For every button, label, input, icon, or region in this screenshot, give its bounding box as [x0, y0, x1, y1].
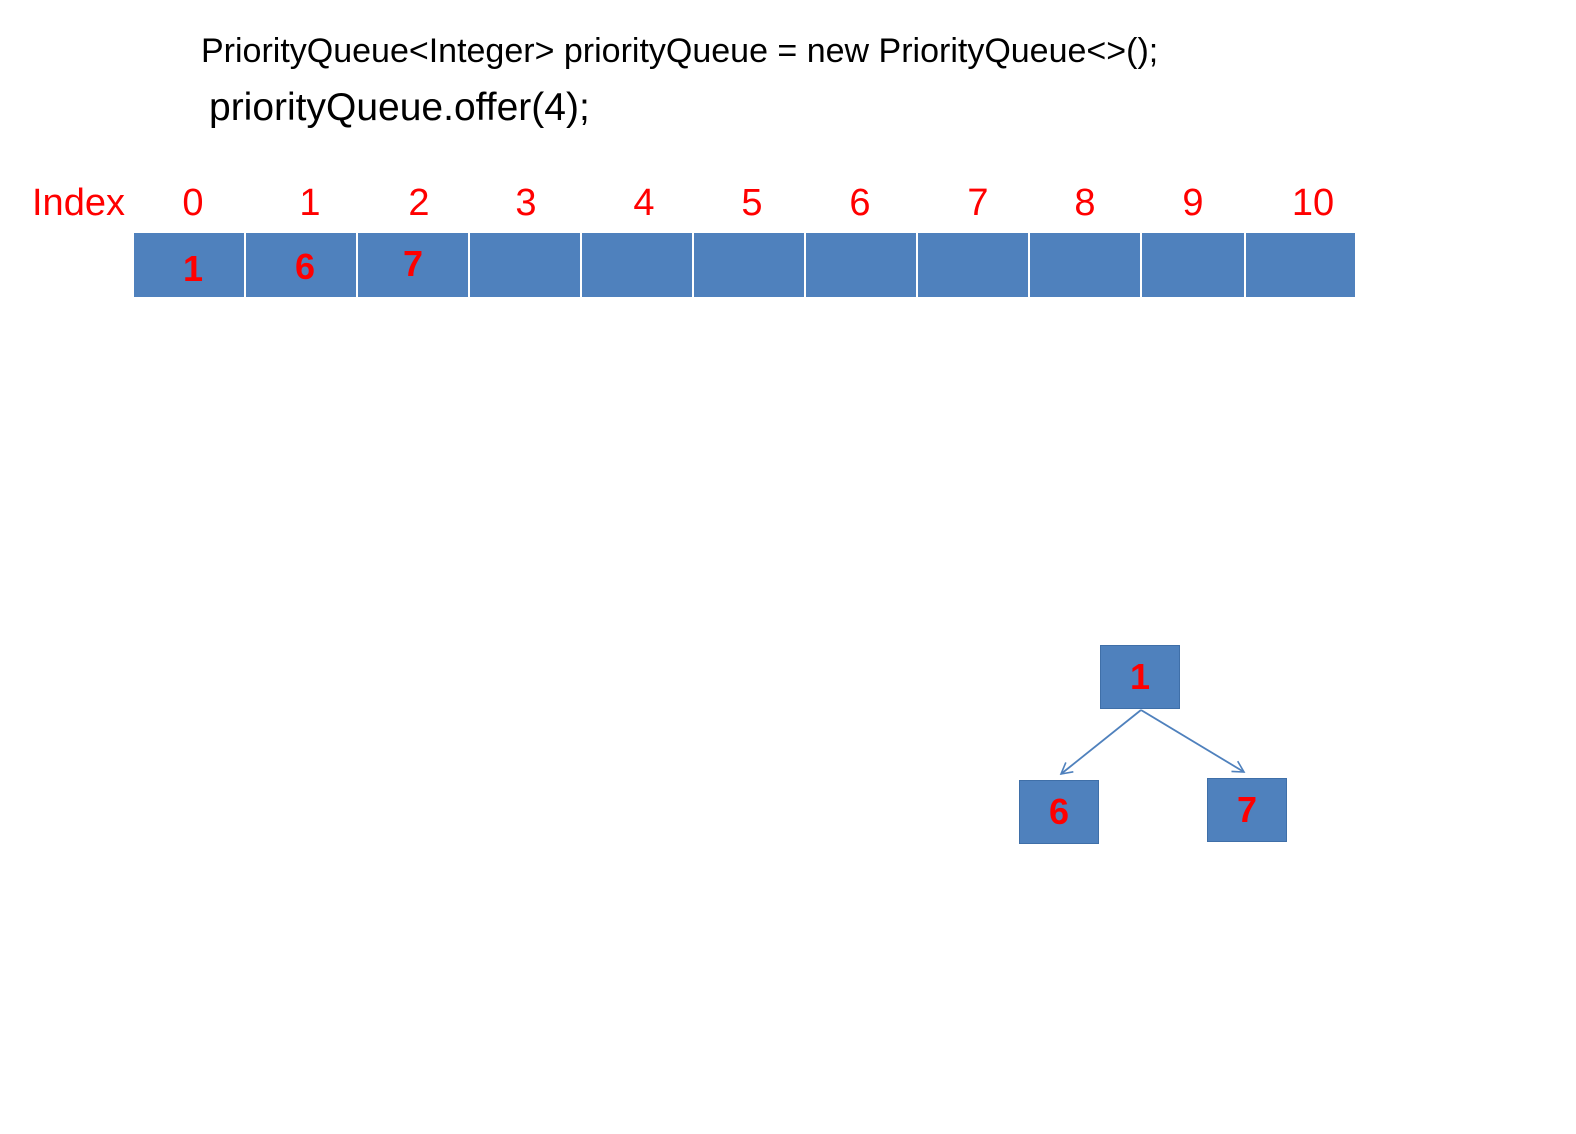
- array-strip: 1 6 7: [134, 233, 1355, 297]
- index-number: 8: [1074, 182, 1096, 224]
- edge-root-to-right: [1140, 709, 1246, 773]
- array-cell: [918, 233, 1030, 297]
- index-number: 6: [849, 182, 871, 224]
- tree-node-value: 6: [1048, 791, 1070, 832]
- array-cell-value: 6: [295, 246, 316, 287]
- array-cell: 1: [134, 233, 246, 297]
- index-number: 0: [182, 182, 204, 224]
- index-number: 4: [633, 182, 655, 224]
- index-number: 7: [967, 182, 989, 224]
- array-cell: 6: [246, 233, 358, 297]
- array-cell: [806, 233, 918, 297]
- index-number: 2: [408, 182, 430, 224]
- index-number: 5: [741, 182, 763, 224]
- edge-root-to-left: [1059, 709, 1142, 776]
- tree-node-right-child: 7: [1207, 778, 1287, 842]
- tree-node-value: 1: [1129, 656, 1151, 697]
- tree-node-root: 1: [1100, 645, 1180, 709]
- index-number: 1: [299, 182, 321, 224]
- array-cell-value: 7: [403, 243, 424, 284]
- array-cell: [470, 233, 582, 297]
- array-cell: [1246, 233, 1355, 297]
- array-cell: [1030, 233, 1142, 297]
- array-cell: [582, 233, 694, 297]
- index-number: 3: [515, 182, 537, 224]
- index-label: Index: [32, 182, 125, 224]
- index-number: 9: [1182, 182, 1204, 224]
- array-cell-value: 1: [183, 248, 204, 289]
- code-line-offer: priorityQueue.offer(4);: [209, 86, 590, 129]
- tree-node-value: 7: [1236, 789, 1258, 830]
- index-number: 10: [1291, 182, 1335, 224]
- tree-node-left-child: 6: [1019, 780, 1099, 844]
- array-cell: [694, 233, 806, 297]
- array-cell: [1142, 233, 1246, 297]
- code-line-declaration: PriorityQueue<Integer> priorityQueue = n…: [201, 32, 1159, 70]
- array-cell: 7: [358, 233, 470, 297]
